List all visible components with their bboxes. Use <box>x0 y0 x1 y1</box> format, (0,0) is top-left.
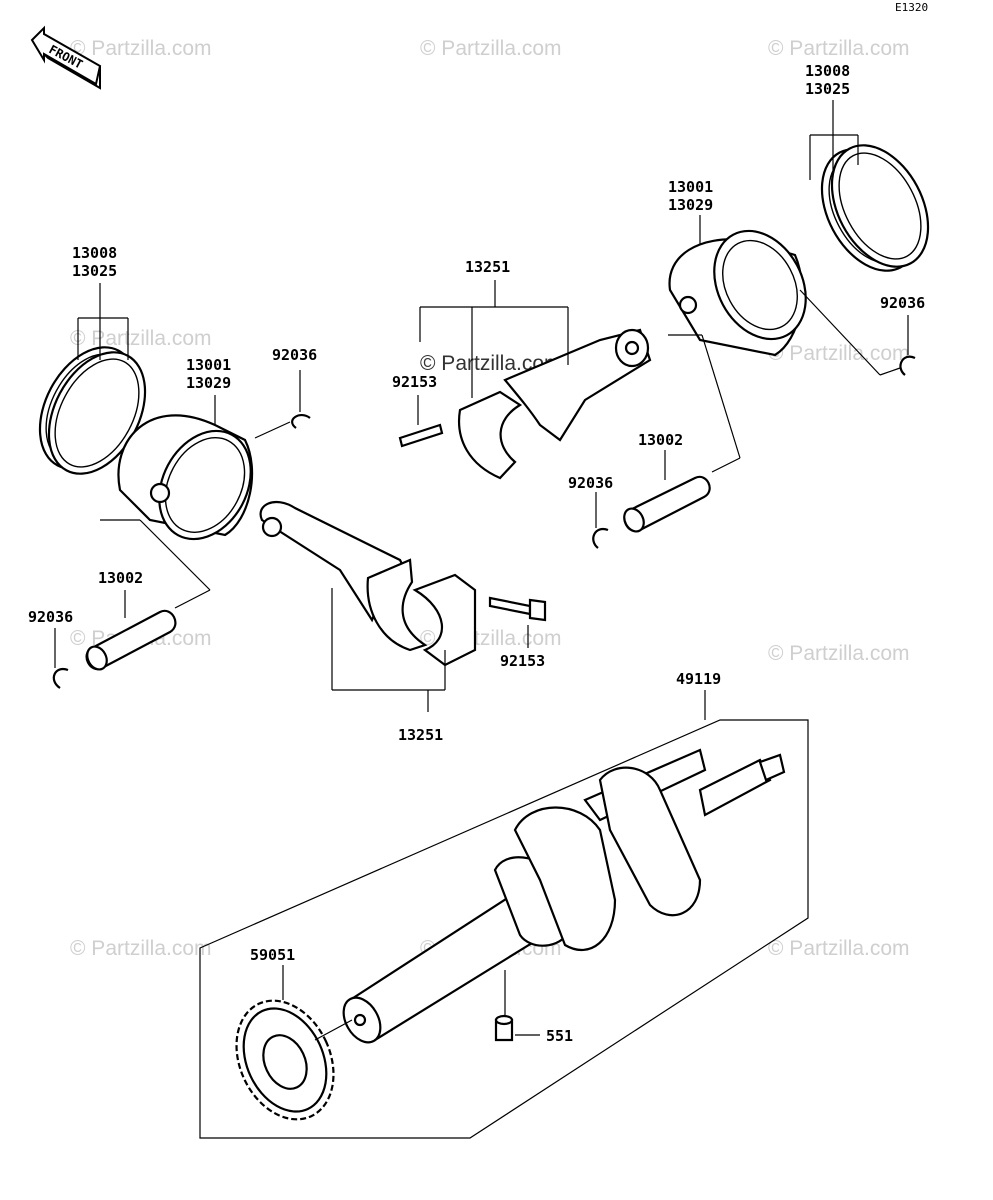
label-piston-left-b: 13029 <box>186 374 231 392</box>
connecting-rod-upper <box>457 328 652 480</box>
label-gear: 59051 <box>250 946 295 964</box>
crankshaft <box>342 748 786 1044</box>
crank-gear <box>235 999 335 1121</box>
rod-bolt-lower <box>488 596 547 622</box>
watermark: © Partzilla.com <box>768 642 910 665</box>
label-rings-left-a: 13008 <box>72 244 117 262</box>
label-bolt-upper: 92153 <box>392 373 437 391</box>
label-clip-left-upper: 92036 <box>272 346 317 364</box>
label-pin-left: 13002 <box>98 569 143 587</box>
front-arrow-icon: FRONT <box>30 25 102 90</box>
label-rings-right-a: 13008 <box>805 62 850 80</box>
piston-right <box>668 229 807 357</box>
circlip-left-lower <box>52 667 69 689</box>
watermark: © Partzilla.com <box>768 37 910 60</box>
label-rod-upper: 13251 <box>465 258 510 276</box>
diagram-code: E1320 <box>895 1 928 14</box>
piston-rings-right <box>820 144 930 272</box>
watermark: © Partzilla.com <box>420 352 562 375</box>
dowel-pin <box>494 1014 514 1042</box>
label-clip-left-lower: 92036 <box>28 608 73 626</box>
piston-pin-right <box>623 475 711 533</box>
label-dowel: 551 <box>546 1027 573 1045</box>
watermark: © Partzilla.com <box>70 37 212 60</box>
piston-left <box>117 414 254 541</box>
label-piston-right-b: 13029 <box>668 196 713 214</box>
piston-rings-left <box>38 346 147 475</box>
label-rod-lower: 13251 <box>398 726 443 744</box>
watermark: © Partzilla.com <box>420 37 562 60</box>
rod-bolt-upper <box>398 423 444 448</box>
watermark: © Partzilla.com <box>70 327 212 350</box>
label-pin-right: 13002 <box>638 431 683 449</box>
crankshaft-assembly-box <box>199 719 809 1139</box>
watermark: © Partzilla.com <box>70 937 212 960</box>
circlip-right-upper <box>899 355 916 376</box>
label-piston-left-a: 13001 <box>186 356 231 374</box>
circlip-left-upper <box>291 413 311 429</box>
label-bolt-lower: 92153 <box>500 652 545 670</box>
label-clip-right-lower: 92036 <box>568 474 613 492</box>
label-rings-left-b: 13025 <box>72 262 117 280</box>
watermark: © Partzilla.com <box>768 937 910 960</box>
piston-pin-left <box>85 609 177 671</box>
watermark: © Partzilla.com <box>768 342 910 365</box>
label-clip-right-upper: 92036 <box>880 294 925 312</box>
label-rings-right-b: 13025 <box>805 80 850 98</box>
circlip-right-lower <box>592 527 609 549</box>
connecting-rod-lower <box>259 501 477 667</box>
label-piston-right-a: 13001 <box>668 178 713 196</box>
label-crankshaft: 49119 <box>676 670 721 688</box>
